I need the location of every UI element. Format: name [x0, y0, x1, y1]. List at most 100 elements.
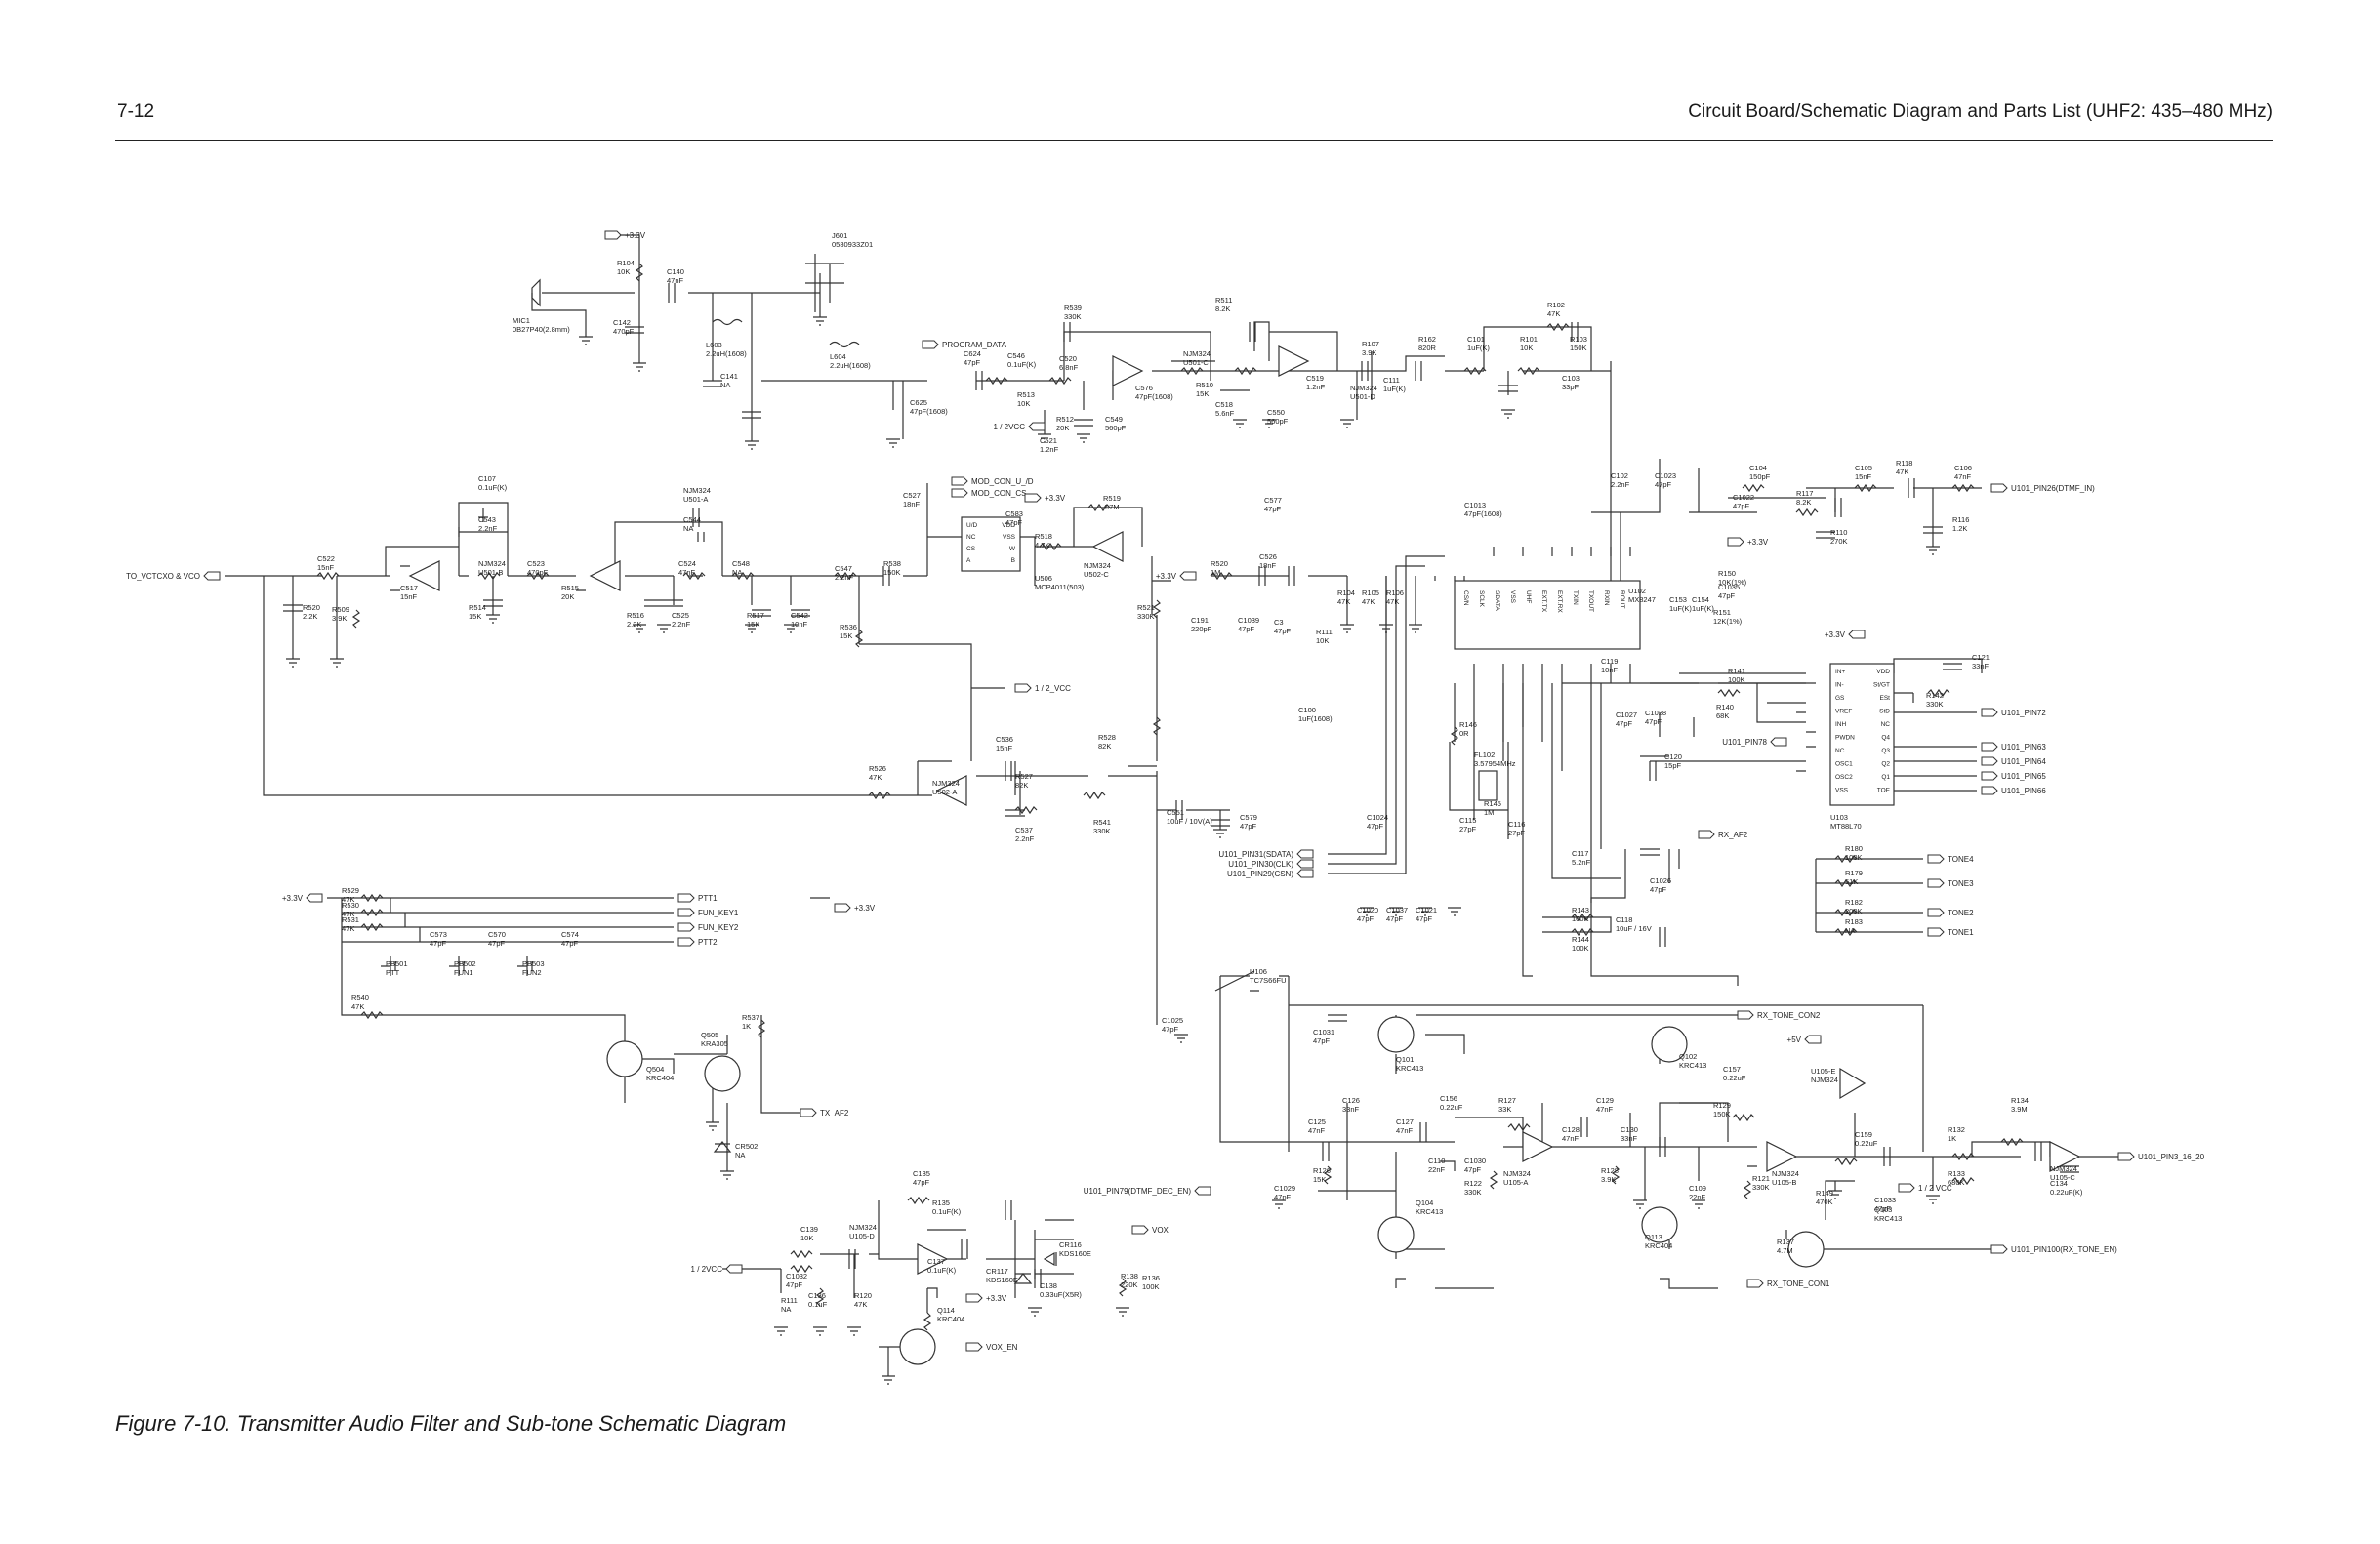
component-value: 47pF — [913, 1178, 930, 1187]
component-designator: R136 — [1142, 1274, 1160, 1282]
opamp-u502-a — [935, 775, 967, 806]
component-value: 220K — [1121, 1280, 1138, 1289]
component-designator: R517 — [747, 611, 764, 620]
pin-u103-right: Q1 — [1881, 774, 1890, 781]
component-designator: NJM324 — [1084, 561, 1111, 570]
diode-cr116 — [1013, 1273, 1033, 1284]
component-designator: R149 — [1816, 1189, 1833, 1198]
port-half-vcc-1: 1 / 2VCC — [994, 422, 1046, 431]
component-value: 47pF — [1645, 717, 1662, 726]
pin-u102: CS/N — [1462, 590, 1469, 606]
opamp-u502-c — [1091, 531, 1124, 562]
component-value: MX8247 — [1628, 595, 1656, 604]
component-value: 18nF — [903, 500, 921, 508]
component-designator: C527 — [903, 491, 921, 500]
component-designator: C140 — [667, 267, 684, 276]
component-value: U105-A — [1503, 1178, 1528, 1187]
component-designator: R515 — [561, 584, 579, 592]
component-value: NJM324 — [1811, 1076, 1838, 1084]
button-pb502 — [449, 956, 465, 976]
port-label: 1 / 2_VCC — [1035, 684, 1071, 693]
component-value: 200K — [1845, 907, 1863, 915]
component-designator: C537 — [1015, 826, 1033, 834]
pin-u506: A — [966, 557, 971, 564]
component-designator: CR116 — [1059, 1240, 1082, 1249]
component-value: 0.22uF — [1723, 1074, 1746, 1082]
pin-u103-left: IN- — [1835, 682, 1844, 689]
pin-u103-right: Q2 — [1881, 761, 1890, 768]
component-designator: C102 — [1611, 471, 1628, 480]
component-designator: R140 — [1716, 703, 1734, 711]
pin-u103-left: PWDN — [1835, 735, 1855, 742]
component-designator: R120 — [854, 1291, 872, 1300]
port-5v: +5V — [1787, 1035, 1822, 1044]
port-pin64: U101_PIN64 — [1981, 756, 2046, 766]
component-designator: R183 — [1845, 917, 1863, 926]
component-value: TC7S66FU — [1250, 976, 1287, 985]
port-to-vctcxo: TO_VCTCXO & VCO — [126, 571, 221, 581]
component-value: 47K — [1547, 309, 1560, 318]
component-designator: C1032 — [786, 1272, 807, 1280]
component-designator: C121 — [1972, 653, 1990, 662]
component-value: 1.2nF — [1306, 383, 1326, 391]
component-value: 3.9K — [332, 614, 347, 623]
component-designator: R538 — [883, 559, 901, 568]
component-designator: C546 — [1007, 351, 1025, 360]
component-designator: R141 — [1728, 667, 1745, 675]
component-designator: R512 — [1056, 415, 1074, 424]
ground-symbols — [286, 316, 1940, 1385]
component-value: 47pF — [1464, 1165, 1482, 1174]
port-vox: VOX — [1131, 1225, 1169, 1235]
port-3v3-mic: +3.3V — [604, 230, 646, 240]
component-designator: R151 — [1713, 608, 1731, 617]
component-designator: Q505 — [701, 1031, 718, 1039]
push-buttons — [381, 956, 533, 976]
pin-u506: NC — [966, 534, 976, 541]
component-value: 47pF — [1386, 914, 1404, 923]
port-pin63: U101_PIN63 — [1981, 742, 2046, 752]
component-designator: Q113 — [1645, 1233, 1662, 1241]
opamp-u105-b — [1766, 1141, 1798, 1172]
component-designator: C517 — [400, 584, 418, 592]
component-designator: C106 — [1954, 464, 1972, 472]
component-value: 1K — [1948, 1134, 1956, 1143]
component-designator: Q102 — [1679, 1052, 1697, 1061]
port-label: +3.3V — [986, 1294, 1007, 1303]
component-value: PTT — [386, 968, 400, 977]
component-designator: NJM324 — [1503, 1169, 1531, 1178]
component-value: NA — [732, 568, 742, 577]
component-value: 330K — [1093, 827, 1111, 835]
component-designator: R529 — [342, 886, 359, 895]
component-designator: C119 — [1601, 657, 1618, 666]
component-designator: C542 — [791, 611, 808, 620]
header-rule — [115, 140, 2273, 141]
port-3v3-q114: +3.3V — [965, 1293, 1007, 1303]
component-designator: C1028 — [1645, 709, 1666, 717]
opamp-u501-b — [408, 560, 440, 591]
component-designator: R138 — [1121, 1272, 1138, 1280]
component-value: FUN1 — [454, 968, 473, 977]
component-value: 270K — [1830, 537, 1848, 546]
component-designator: C130 — [1621, 1125, 1638, 1134]
component-value: 15nF — [317, 563, 335, 572]
component-value: 47nF — [1596, 1105, 1614, 1114]
port-tone2: TONE2 — [1927, 908, 1974, 917]
component-value: 47pF — [1240, 822, 1257, 831]
component-designator: C1013 — [1464, 501, 1486, 509]
component-value: 47pF — [1733, 502, 1750, 510]
port-sdata: U101_PIN31(SDATA) — [1218, 849, 1314, 859]
component-value: KRA305 — [701, 1039, 728, 1048]
component-value: 10uF / 16V — [1616, 924, 1652, 933]
component-designator: R104 — [1337, 589, 1355, 597]
figure-caption: Figure 7-10. Transmitter Audio Filter an… — [115, 1411, 787, 1436]
component-designator: C139 — [800, 1225, 818, 1234]
component-designator: C141 — [720, 372, 738, 381]
component-designator: R142 — [1926, 691, 1944, 700]
pin-u102: UHF — [1525, 590, 1532, 603]
transistor-q104 — [1641, 1206, 1678, 1243]
component-designator: C543 — [478, 515, 496, 524]
component-value: 27pF — [1459, 825, 1477, 833]
component-value: 4.7M — [1103, 503, 1120, 511]
component-value: 47pF — [488, 939, 506, 948]
